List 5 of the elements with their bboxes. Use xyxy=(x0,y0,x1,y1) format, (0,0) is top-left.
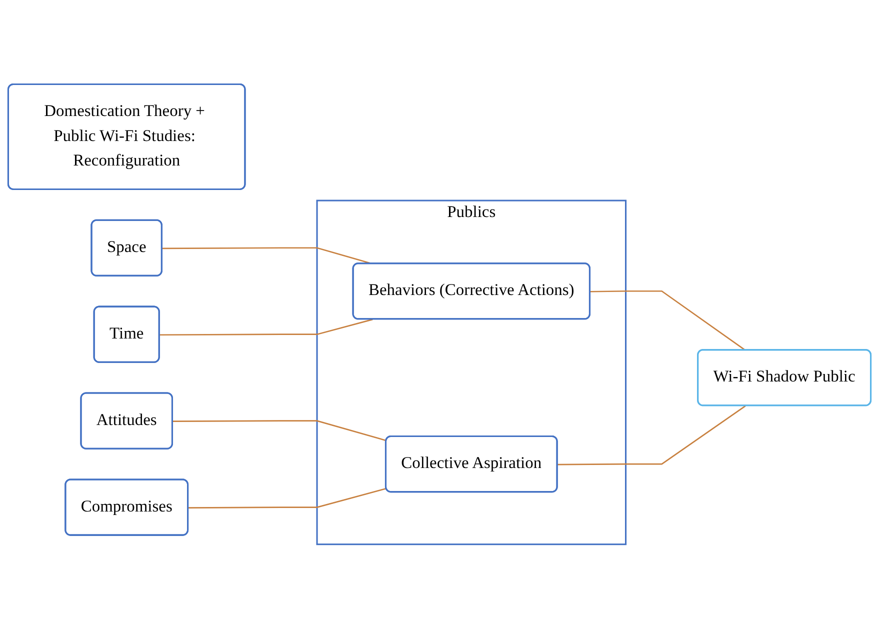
connector xyxy=(172,420,387,442)
connector xyxy=(160,319,373,336)
connector xyxy=(558,406,746,466)
connector xyxy=(590,290,746,352)
connector xyxy=(188,488,387,509)
